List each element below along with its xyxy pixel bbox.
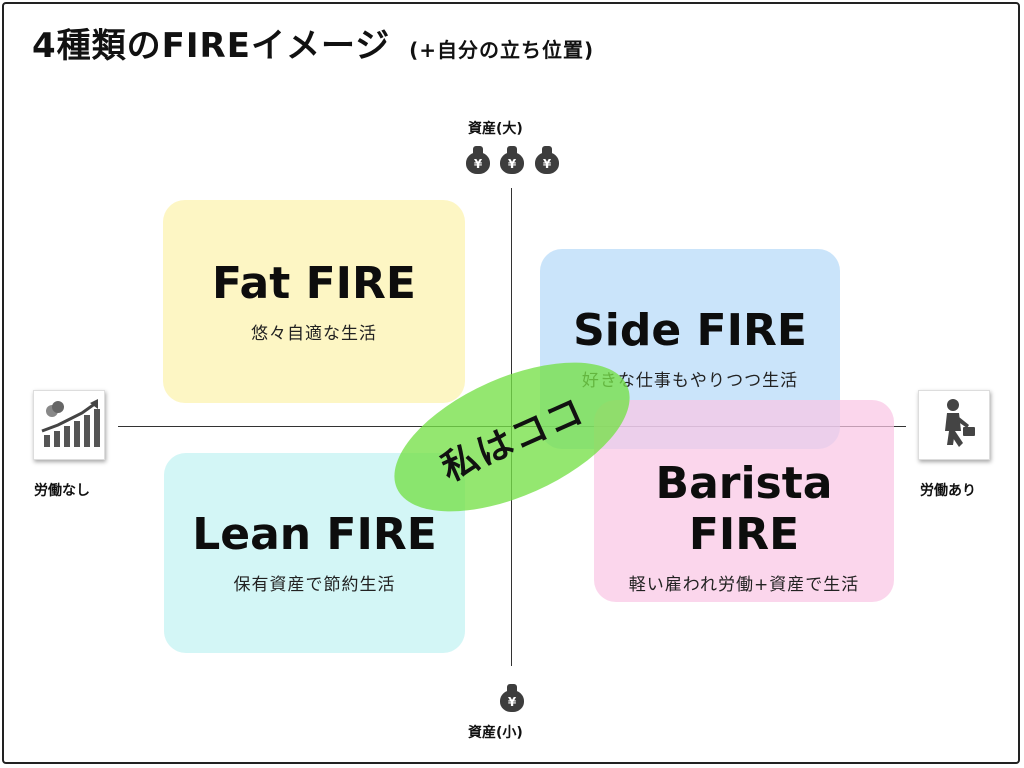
axis-label-left: 労働なし [34,483,90,499]
money-bag-icon: ¥ [500,684,524,712]
barista-fire-box: Barista FIRE 軽い雇われ労働+資産で生活 [594,400,894,602]
money-bag-icon: ¥ [466,146,490,174]
side-fire-title: Side FIRE [573,305,807,356]
axis-label-bottom: 資産(小) [468,725,523,741]
lean-fire-desc: 保有資産で節約生活 [233,575,396,595]
fat-fire-title: Fat FIRE [212,258,416,309]
barista-fire-title: Barista FIRE [655,458,833,560]
walking-businessman-icon [918,390,990,460]
barista-fire-desc: 軽い雇われ労働+資産で生活 [628,575,860,595]
side-fire-desc: 好きな仕事もやりつつ生活 [581,371,799,391]
fat-fire-box: Fat FIRE 悠々自適な生活 [163,200,465,403]
money-bag-icon: ¥ [535,146,559,174]
axis-label-top: 資産(大) [468,121,523,137]
title-main: 4種類のFIREイメージ [32,26,391,66]
title-sub: (+自分の立ち位置) [409,38,595,62]
page-title: 4種類のFIREイメージ (+自分の立ち位置) [32,18,594,67]
growth-chart-icon [33,390,105,460]
fat-fire-desc: 悠々自適な生活 [251,324,377,344]
lean-fire-title: Lean FIRE [192,509,437,560]
lean-fire-box: Lean FIRE 保有資産で節約生活 [164,453,465,653]
axis-label-right: 労働あり [920,483,976,499]
money-bag-icon: ¥ [500,146,524,174]
